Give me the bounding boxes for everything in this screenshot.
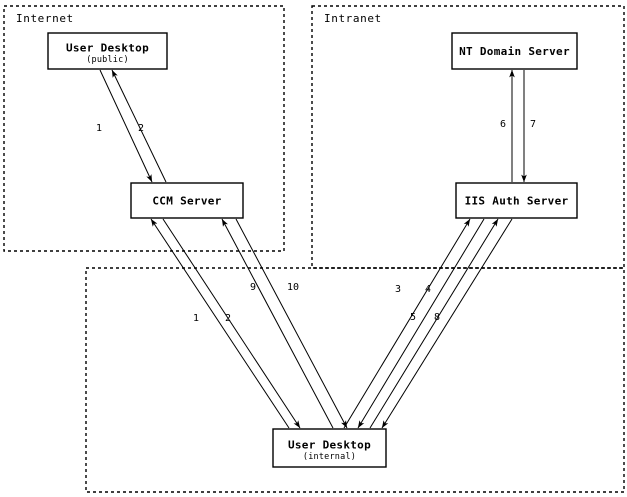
zone-intranet: Intranet [311, 5, 625, 269]
flow-line-flow-1 [99, 69, 153, 183]
flow-label-flow-9: 9 [250, 282, 256, 293]
node-label-ccm-server: CCM Server [152, 195, 221, 208]
node-label-user-desktop-public: User Desktop [66, 42, 149, 55]
flow-labels-layer: 1 2 1 2 9 10 3 4 5 8 6 7 [96, 119, 536, 324]
flow-label-flow-6: 6 [500, 119, 506, 130]
flow-label-flow-1b: 1 [193, 313, 199, 324]
node-label-user-desktop-internal: User Desktop [288, 439, 371, 452]
node-box-user-desktop-public [47, 32, 168, 70]
flow-line-flow-8 [381, 218, 513, 429]
flow-line-flow-10 [235, 218, 348, 429]
flow-label-flow-8: 8 [434, 312, 440, 323]
flow-label-flow-1: 1 [96, 123, 102, 134]
flow-label-flow-4: 4 [425, 284, 431, 295]
flow-label-flow-5: 5 [410, 312, 416, 323]
zone-boundary-internal-zone [85, 267, 625, 493]
flow-line-flow-9 [221, 218, 334, 429]
node-sublabel-user-desktop-public: (public) [86, 55, 129, 65]
flow-line-flow-1b [150, 218, 290, 429]
zones-layer: Internet Intranet [3, 5, 625, 493]
flow-line-flow-4 [357, 218, 485, 429]
flow-label-flow-7: 7 [530, 119, 536, 130]
node-label-nt-domain-server: NT Domain Server [459, 45, 570, 58]
flow-label-flow-3: 3 [395, 284, 401, 295]
node-sublabel-user-desktop-internal: (internal) [303, 452, 356, 462]
flow-line-flow-2b [162, 218, 301, 429]
node-box-iis-auth-server [455, 182, 578, 219]
node-user-desktop-public: User Desktop(public) [47, 32, 168, 70]
node-label-iis-auth-server: IIS Auth Server [465, 195, 569, 208]
flow-line-flow-2 [111, 69, 167, 183]
zone-boundary-internet [3, 5, 285, 252]
flows-layer [99, 69, 527, 429]
node-box-nt-domain-server [451, 32, 578, 70]
flow-label-flow-10: 10 [287, 282, 299, 293]
node-nt-domain-server: NT Domain Server [451, 32, 578, 70]
flow-line-flow-5 [369, 218, 499, 429]
node-ccm-server: CCM Server [130, 182, 244, 219]
zone-label-internet: Internet [16, 12, 74, 25]
zone-internal-zone [85, 267, 625, 493]
node-user-desktop-internal: User Desktop(internal) [272, 428, 387, 468]
flow-label-flow-2: 2 [138, 123, 144, 134]
zone-boundary-intranet [311, 5, 625, 269]
zone-label-intranet: Intranet [324, 12, 382, 25]
node-box-user-desktop-internal [272, 428, 387, 468]
zone-internet: Internet [3, 5, 285, 252]
node-box-ccm-server [130, 182, 244, 219]
flow-label-flow-2b: 2 [225, 313, 231, 324]
flow-line-flow-3 [343, 218, 471, 429]
node-iis-auth-server: IIS Auth Server [455, 182, 578, 219]
